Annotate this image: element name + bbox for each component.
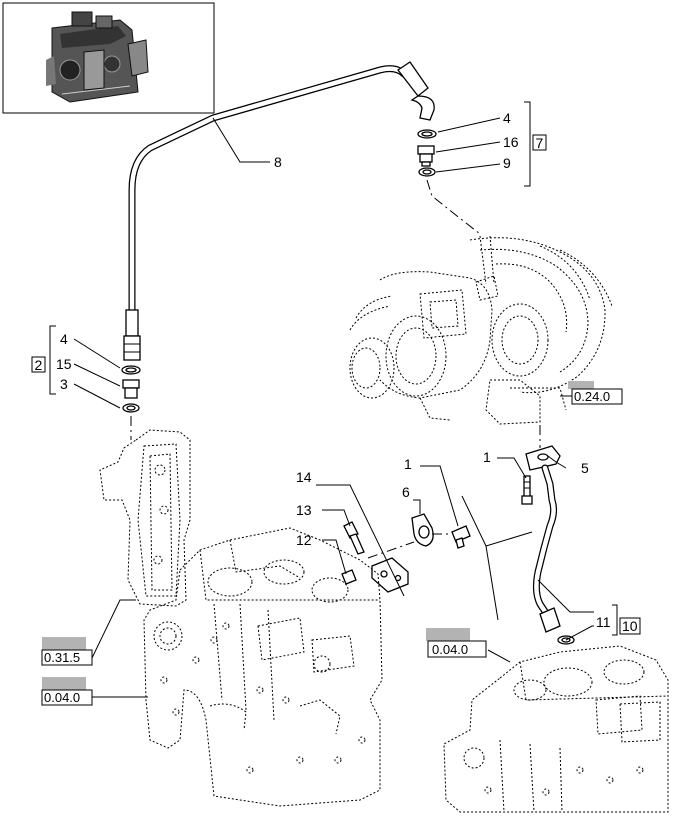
callout-7-box <box>532 134 547 151</box>
callout-5: 5 <box>581 460 589 476</box>
oil-pipe <box>123 61 435 361</box>
reference-turbo: 0.24.0 <box>568 381 623 405</box>
callout-7: 7 <box>536 135 544 151</box>
reference-plate-text: 0.31.5 <box>44 650 80 665</box>
callout-2-box <box>31 356 46 373</box>
return-pipe <box>525 445 575 645</box>
thumbnail-frame <box>2 2 215 114</box>
callout-16: 16 <box>503 134 519 150</box>
bottom-fittings <box>121 365 141 413</box>
timing-plate <box>99 429 191 607</box>
callout-6: 6 <box>402 484 410 500</box>
callout-13: 13 <box>296 502 312 518</box>
reference-block-left: 0.04.0 <box>41 677 93 706</box>
turbocharger <box>349 235 613 425</box>
callout-1-mid: 1 <box>404 456 412 472</box>
reference-block-right-text: 0.04.0 <box>432 642 468 657</box>
top-fittings <box>417 129 437 177</box>
callout-9: 9 <box>503 155 511 171</box>
callouts: 4 16 9 7 8 4 15 3 2 14 13 12 6 1 1 5 11 … <box>31 110 641 635</box>
callout-10-box <box>619 617 641 635</box>
callout-12: 12 <box>296 532 312 548</box>
reference-block-left-text: 0.04.0 <box>44 690 80 705</box>
reference-plate: 0.31.5 <box>41 637 93 666</box>
bolt-right <box>521 475 533 505</box>
callout-2: 2 <box>35 357 43 373</box>
reference-turbo-text: 0.24.0 <box>574 389 610 404</box>
callout-15: 15 <box>56 356 72 372</box>
callout-11: 11 <box>596 614 611 630</box>
callout-1-right: 1 <box>483 449 491 465</box>
leader-lines <box>49 101 618 698</box>
engine-block-right <box>443 645 669 813</box>
bracket-group <box>341 513 471 593</box>
callout-4-left: 4 <box>60 331 68 347</box>
callout-10: 10 <box>622 618 638 634</box>
callout-4-top: 4 <box>503 110 511 126</box>
callout-14: 14 <box>296 469 312 485</box>
callout-8: 8 <box>274 154 282 170</box>
callout-3: 3 <box>60 376 68 392</box>
engine-thumbnail-icon <box>46 11 149 103</box>
reference-block-right: 0.04.0 <box>426 628 487 658</box>
engine-block-left <box>143 527 383 807</box>
